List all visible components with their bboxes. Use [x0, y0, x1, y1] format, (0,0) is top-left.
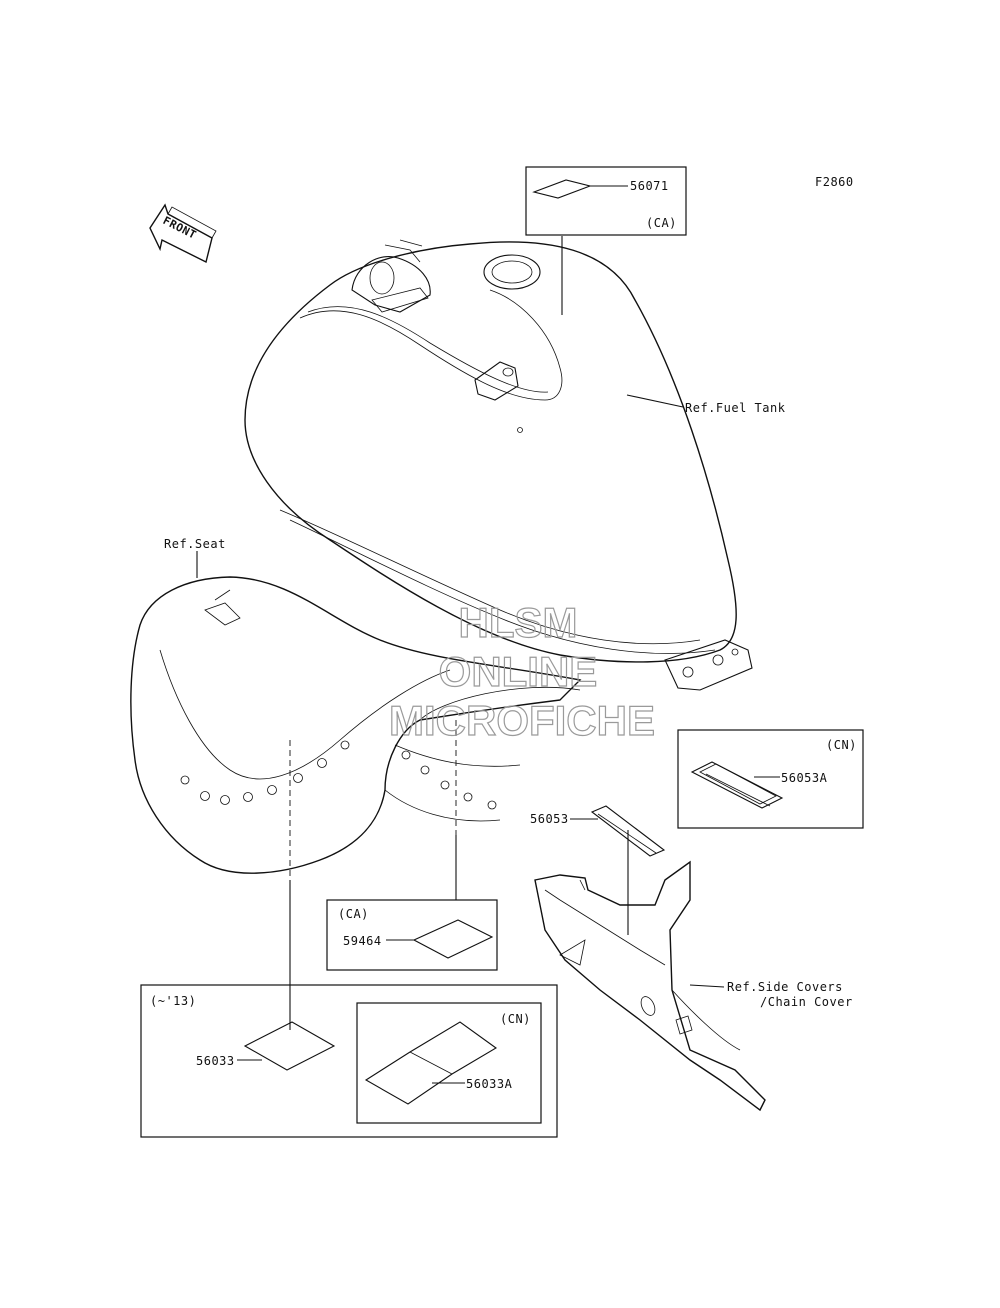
- box-cn-sidecover: [677, 729, 864, 829]
- part-56071-label: 56071: [630, 179, 669, 193]
- decal-56071: [532, 179, 592, 199]
- part-59464-label: 59464: [343, 934, 382, 948]
- decal-56033: [243, 1021, 336, 1071]
- box-cn-seat: [356, 1002, 542, 1124]
- watermark: HLSM ONLINE MICROFICHE: [388, 598, 655, 744]
- region-ca-tank: (CA): [646, 216, 677, 230]
- fuel-tank-drawing: [244, 239, 753, 691]
- region-cn-sidecover: (CN): [826, 738, 857, 752]
- box-year-13: [140, 984, 558, 1138]
- ref-seat-label: Ref.Seat: [164, 537, 226, 551]
- seat-studs: [180, 740, 497, 810]
- leader-side-covers: [689, 984, 725, 988]
- watermark-line2: ONLINE: [439, 648, 598, 695]
- part-56033-label: 56033: [196, 1054, 235, 1068]
- decal-56053: [590, 805, 666, 857]
- front-arrow-icon: FRONT: [149, 203, 217, 264]
- part-56033A-label: 56033A: [466, 1077, 513, 1091]
- ref-chain-cover-label: /Chain Cover: [760, 995, 853, 1009]
- figure-code: F2860: [815, 175, 854, 189]
- watermark-line1: HLSM: [459, 599, 578, 646]
- region-cn-seat: (CN): [500, 1012, 531, 1026]
- decal-56033A: [364, 1021, 498, 1105]
- seat-drawing: [130, 576, 582, 874]
- side-cover-drawing: [534, 860, 766, 1112]
- leader-fuel-tank: [626, 394, 684, 408]
- decal-59464: [412, 919, 494, 959]
- box-ca-seat: [326, 899, 498, 971]
- box-ca-tank: [525, 166, 687, 236]
- part-56053A-label: 56053A: [781, 771, 828, 785]
- ref-side-covers-label: Ref.Side Covers: [727, 980, 843, 994]
- watermark-line3: MICROFICHE: [389, 697, 655, 744]
- region-year-13: (~'13): [150, 994, 196, 1008]
- ref-fuel-tank-label: Ref.Fuel Tank: [685, 401, 786, 415]
- part-56053-label: 56053: [530, 812, 569, 826]
- region-ca-seat: (CA): [338, 907, 369, 921]
- decal-56053A: [690, 761, 784, 809]
